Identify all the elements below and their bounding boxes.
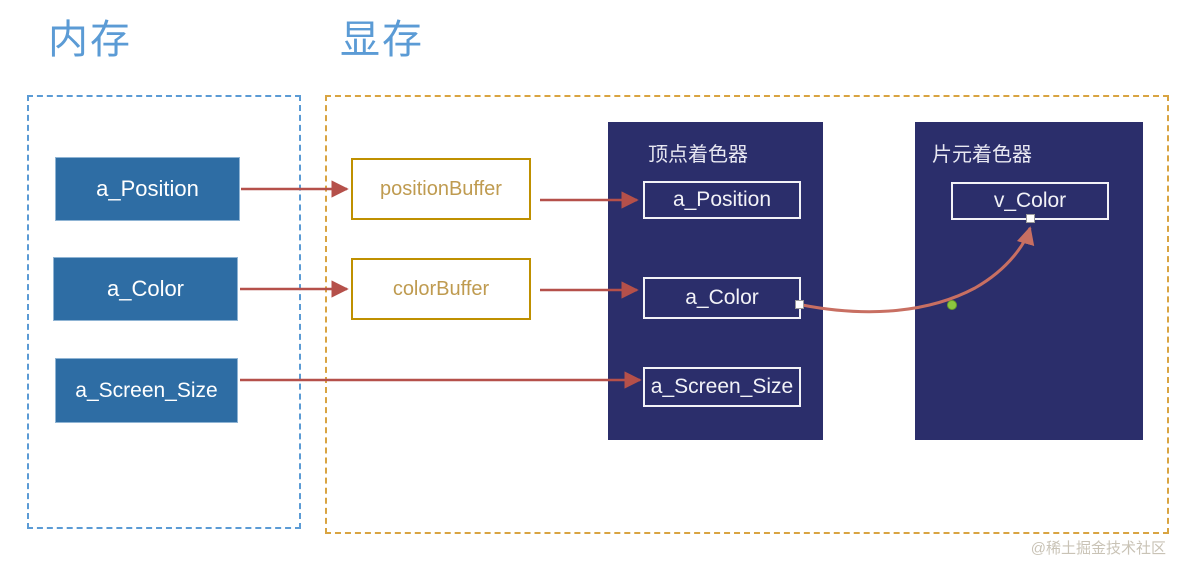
watermark-text: @稀土掘金技术社区 — [1030, 540, 1166, 557]
memory-region — [27, 95, 301, 529]
buffer-box-color-buffer[interactable]: colorBuffer — [351, 258, 531, 320]
vertex-shader-var-a-screen-size[interactable]: a_Screen_Size — [643, 367, 801, 407]
fragment-shader-panel: 片元着色器 v_Color — [915, 122, 1143, 440]
vertex-shader-title: 顶点着色器 — [648, 144, 748, 166]
connector-handle-v-color[interactable] — [1026, 214, 1035, 223]
connector-handle-a-color[interactable] — [795, 300, 804, 309]
vertex-shader-var-a-color[interactable]: a_Color — [643, 277, 801, 319]
buffer-box-position-buffer[interactable]: positionBuffer — [351, 158, 531, 220]
connector-midpoint-marker[interactable] — [947, 300, 957, 310]
vertex-shader-panel: 顶点着色器 a_Position a_Color a_Screen_Size — [608, 122, 823, 440]
vram-section-title: 显存 — [340, 18, 424, 62]
vram-region — [325, 95, 1169, 534]
fragment-shader-title: 片元着色器 — [932, 144, 1032, 166]
vertex-shader-var-a-position[interactable]: a_Position — [643, 181, 801, 219]
memory-section-title: 内存 — [48, 18, 132, 62]
memory-box-a-position[interactable]: a_Position — [55, 157, 240, 221]
memory-box-a-screen-size[interactable]: a_Screen_Size — [55, 358, 238, 423]
memory-box-a-color[interactable]: a_Color — [53, 257, 238, 321]
